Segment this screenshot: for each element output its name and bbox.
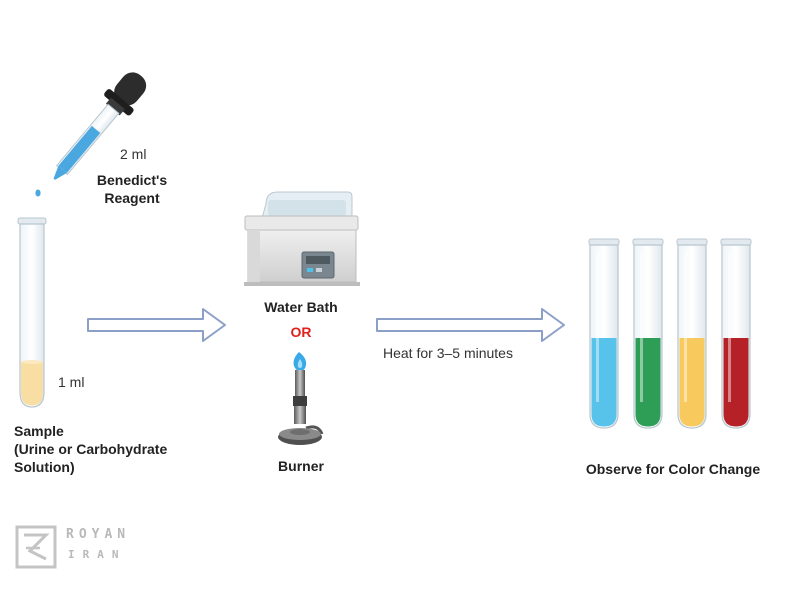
arrow-to-heat-icon [87, 308, 226, 342]
sample-volume-label: 1 ml [58, 374, 85, 390]
watermark-line2: IRAN [68, 548, 127, 561]
result-tube-icon [632, 238, 664, 429]
water-bath-label: Water Bath [264, 299, 338, 315]
result-liquid [679, 338, 705, 427]
reagent-volume-label: 2 ml [120, 146, 147, 162]
water-bath-icon [244, 191, 360, 286]
sample-test-tube-icon [17, 217, 47, 408]
result-liquid [635, 338, 661, 427]
result-liquid [591, 338, 617, 427]
dropper-icon [35, 72, 147, 197]
result-tube-icon [720, 238, 752, 429]
bunsen-burner-icon [278, 352, 324, 445]
reagent-drop-icon [35, 189, 41, 197]
result-tubes [588, 238, 752, 429]
or-label: OR [290, 324, 312, 340]
sample-label-line1: Sample [14, 423, 64, 439]
observe-label: Observe for Color Change [585, 461, 761, 477]
result-liquid [723, 338, 749, 427]
burner-label: Burner [278, 458, 324, 474]
reagent-name-line1: Benedict's [96, 172, 168, 188]
reagent-name-line2: Reagent [104, 190, 160, 206]
result-tube-icon [588, 238, 620, 429]
heat-instruction-label: Heat for 3–5 minutes [383, 345, 513, 361]
arrow-to-observe-icon [376, 308, 565, 342]
royan-logo-icon [15, 525, 57, 569]
result-tube-icon [676, 238, 708, 429]
sample-label-line3: Solution) [14, 459, 75, 475]
watermark-line1: ROYAN [66, 527, 131, 542]
sample-label-line2: (Urine or Carbohydrate [14, 441, 168, 457]
